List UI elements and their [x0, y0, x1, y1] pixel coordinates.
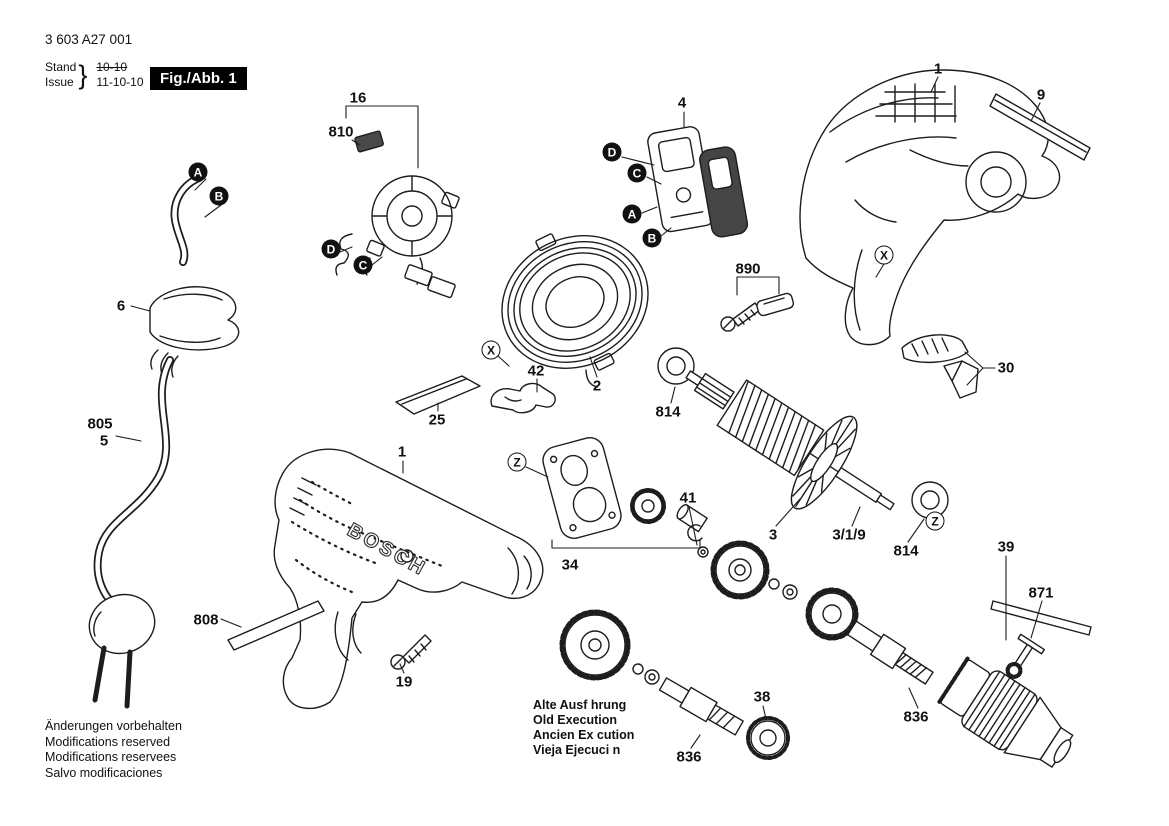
- part-label-6: 6: [116, 297, 126, 315]
- part-label-5: 5: [99, 432, 109, 450]
- old-execution-line-fr: Ancien Ex cution: [533, 728, 635, 742]
- part-label-814-right: 814: [893, 542, 919, 560]
- part-label-16: 16: [349, 89, 367, 107]
- stand-label: Stand: [45, 60, 77, 74]
- callout-z-bearing: Z: [925, 511, 945, 531]
- gear-plate-34: [542, 437, 708, 539]
- issue-brace: }: [78, 59, 88, 90]
- clip-42: [490, 382, 556, 414]
- issue-label: Issue: [45, 75, 74, 89]
- old-execution-note: Alte Ausf hrung Old Execution Ancien Ex …: [533, 698, 634, 758]
- part-label-1-drill: 1: [397, 443, 407, 461]
- part-label-42: 42: [527, 362, 545, 380]
- modification-notice-line-es: Salvo modificaciones: [45, 765, 163, 780]
- part-label-39: 39: [997, 538, 1015, 556]
- housing-1: [799, 69, 1061, 346]
- shaft-836-right: [805, 587, 934, 685]
- brush-plate-16: [335, 130, 460, 299]
- modification-notice: Änderungen vorbehalten Modifications res…: [45, 719, 182, 781]
- baseplate-25: [395, 375, 481, 415]
- part-label-4: 4: [677, 94, 687, 112]
- part-label-3-1-9: 3/1/9: [832, 526, 866, 544]
- part-label-871: 871: [1028, 584, 1054, 602]
- screw-890: [720, 292, 795, 332]
- old-execution-line-es: Vieja Ejecuci n: [533, 743, 621, 757]
- part-label-1-housing: 1: [933, 60, 943, 78]
- leader-lines: [115, 76, 1043, 749]
- intermediate-gear-set: [710, 540, 798, 600]
- bearing-814-left: [657, 347, 695, 385]
- part-label-814-left: 814: [655, 403, 681, 421]
- modification-notice-line-en: Modifications reserved: [45, 734, 171, 749]
- callout-a-switch: A: [622, 204, 642, 224]
- field-coil-2: [501, 233, 649, 388]
- chuck-key-871: [990, 600, 1092, 679]
- issue-value: 11-10-10: [96, 75, 144, 89]
- part-label-9: 9: [1036, 86, 1046, 104]
- callout-d-switch: D: [602, 142, 622, 162]
- callout-z-gearplate: Z: [507, 452, 527, 472]
- part-label-25: 25: [428, 411, 446, 429]
- part-label-805: 805: [87, 415, 113, 433]
- callout-a-cable: A: [188, 162, 208, 182]
- modification-notice-line-fr: Modifications reservees: [45, 750, 177, 764]
- cord-assembly-805: [88, 174, 240, 709]
- screw-19: [390, 634, 432, 670]
- shaft-836-left: [559, 609, 790, 760]
- old-execution-line-en: Old Execution: [533, 713, 618, 727]
- part-label-41: 41: [679, 489, 697, 507]
- chuck-39: [937, 656, 1074, 768]
- old-execution-line-de: Alte Ausf hrung: [533, 698, 627, 712]
- part-label-19: 19: [395, 673, 413, 691]
- document-part-number: 3 603 A27 001: [45, 32, 133, 47]
- callout-b-cable: B: [209, 186, 229, 206]
- part-label-38: 38: [753, 688, 771, 706]
- issue-block: Stand } 10-10 Issue 11-10-10: [45, 60, 144, 90]
- figure-badge: Fig./Abb. 1: [150, 67, 247, 90]
- callout-c-switch: C: [627, 163, 647, 183]
- callout-d-brush: D: [321, 239, 341, 259]
- callout-b-switch: B: [642, 228, 662, 248]
- part-label-836-bottom: 836: [676, 748, 702, 766]
- drill-body-1: BOSCH: [273, 448, 544, 709]
- modification-notice-line-de: Änderungen vorbehalten: [45, 719, 182, 733]
- callout-x-plate: X: [481, 340, 501, 360]
- stand-value: 10-10: [96, 60, 128, 74]
- part-label-810: 810: [328, 123, 354, 141]
- part-label-3: 3: [768, 526, 778, 544]
- circlip-41: [687, 524, 709, 558]
- callout-x-housing: X: [874, 245, 894, 265]
- depth-rod-9: [989, 93, 1091, 161]
- part-label-808: 808: [193, 611, 219, 629]
- part-label-30: 30: [997, 359, 1015, 377]
- rod-808: [227, 600, 325, 651]
- part-label-890: 890: [735, 260, 761, 278]
- part-label-2: 2: [592, 377, 602, 395]
- armature-3: [685, 370, 895, 511]
- lever-30: [901, 334, 979, 399]
- part-label-836-right: 836: [903, 708, 929, 726]
- callout-c-brush: C: [353, 255, 373, 275]
- part-label-34: 34: [561, 556, 579, 574]
- switch-4: [647, 126, 749, 238]
